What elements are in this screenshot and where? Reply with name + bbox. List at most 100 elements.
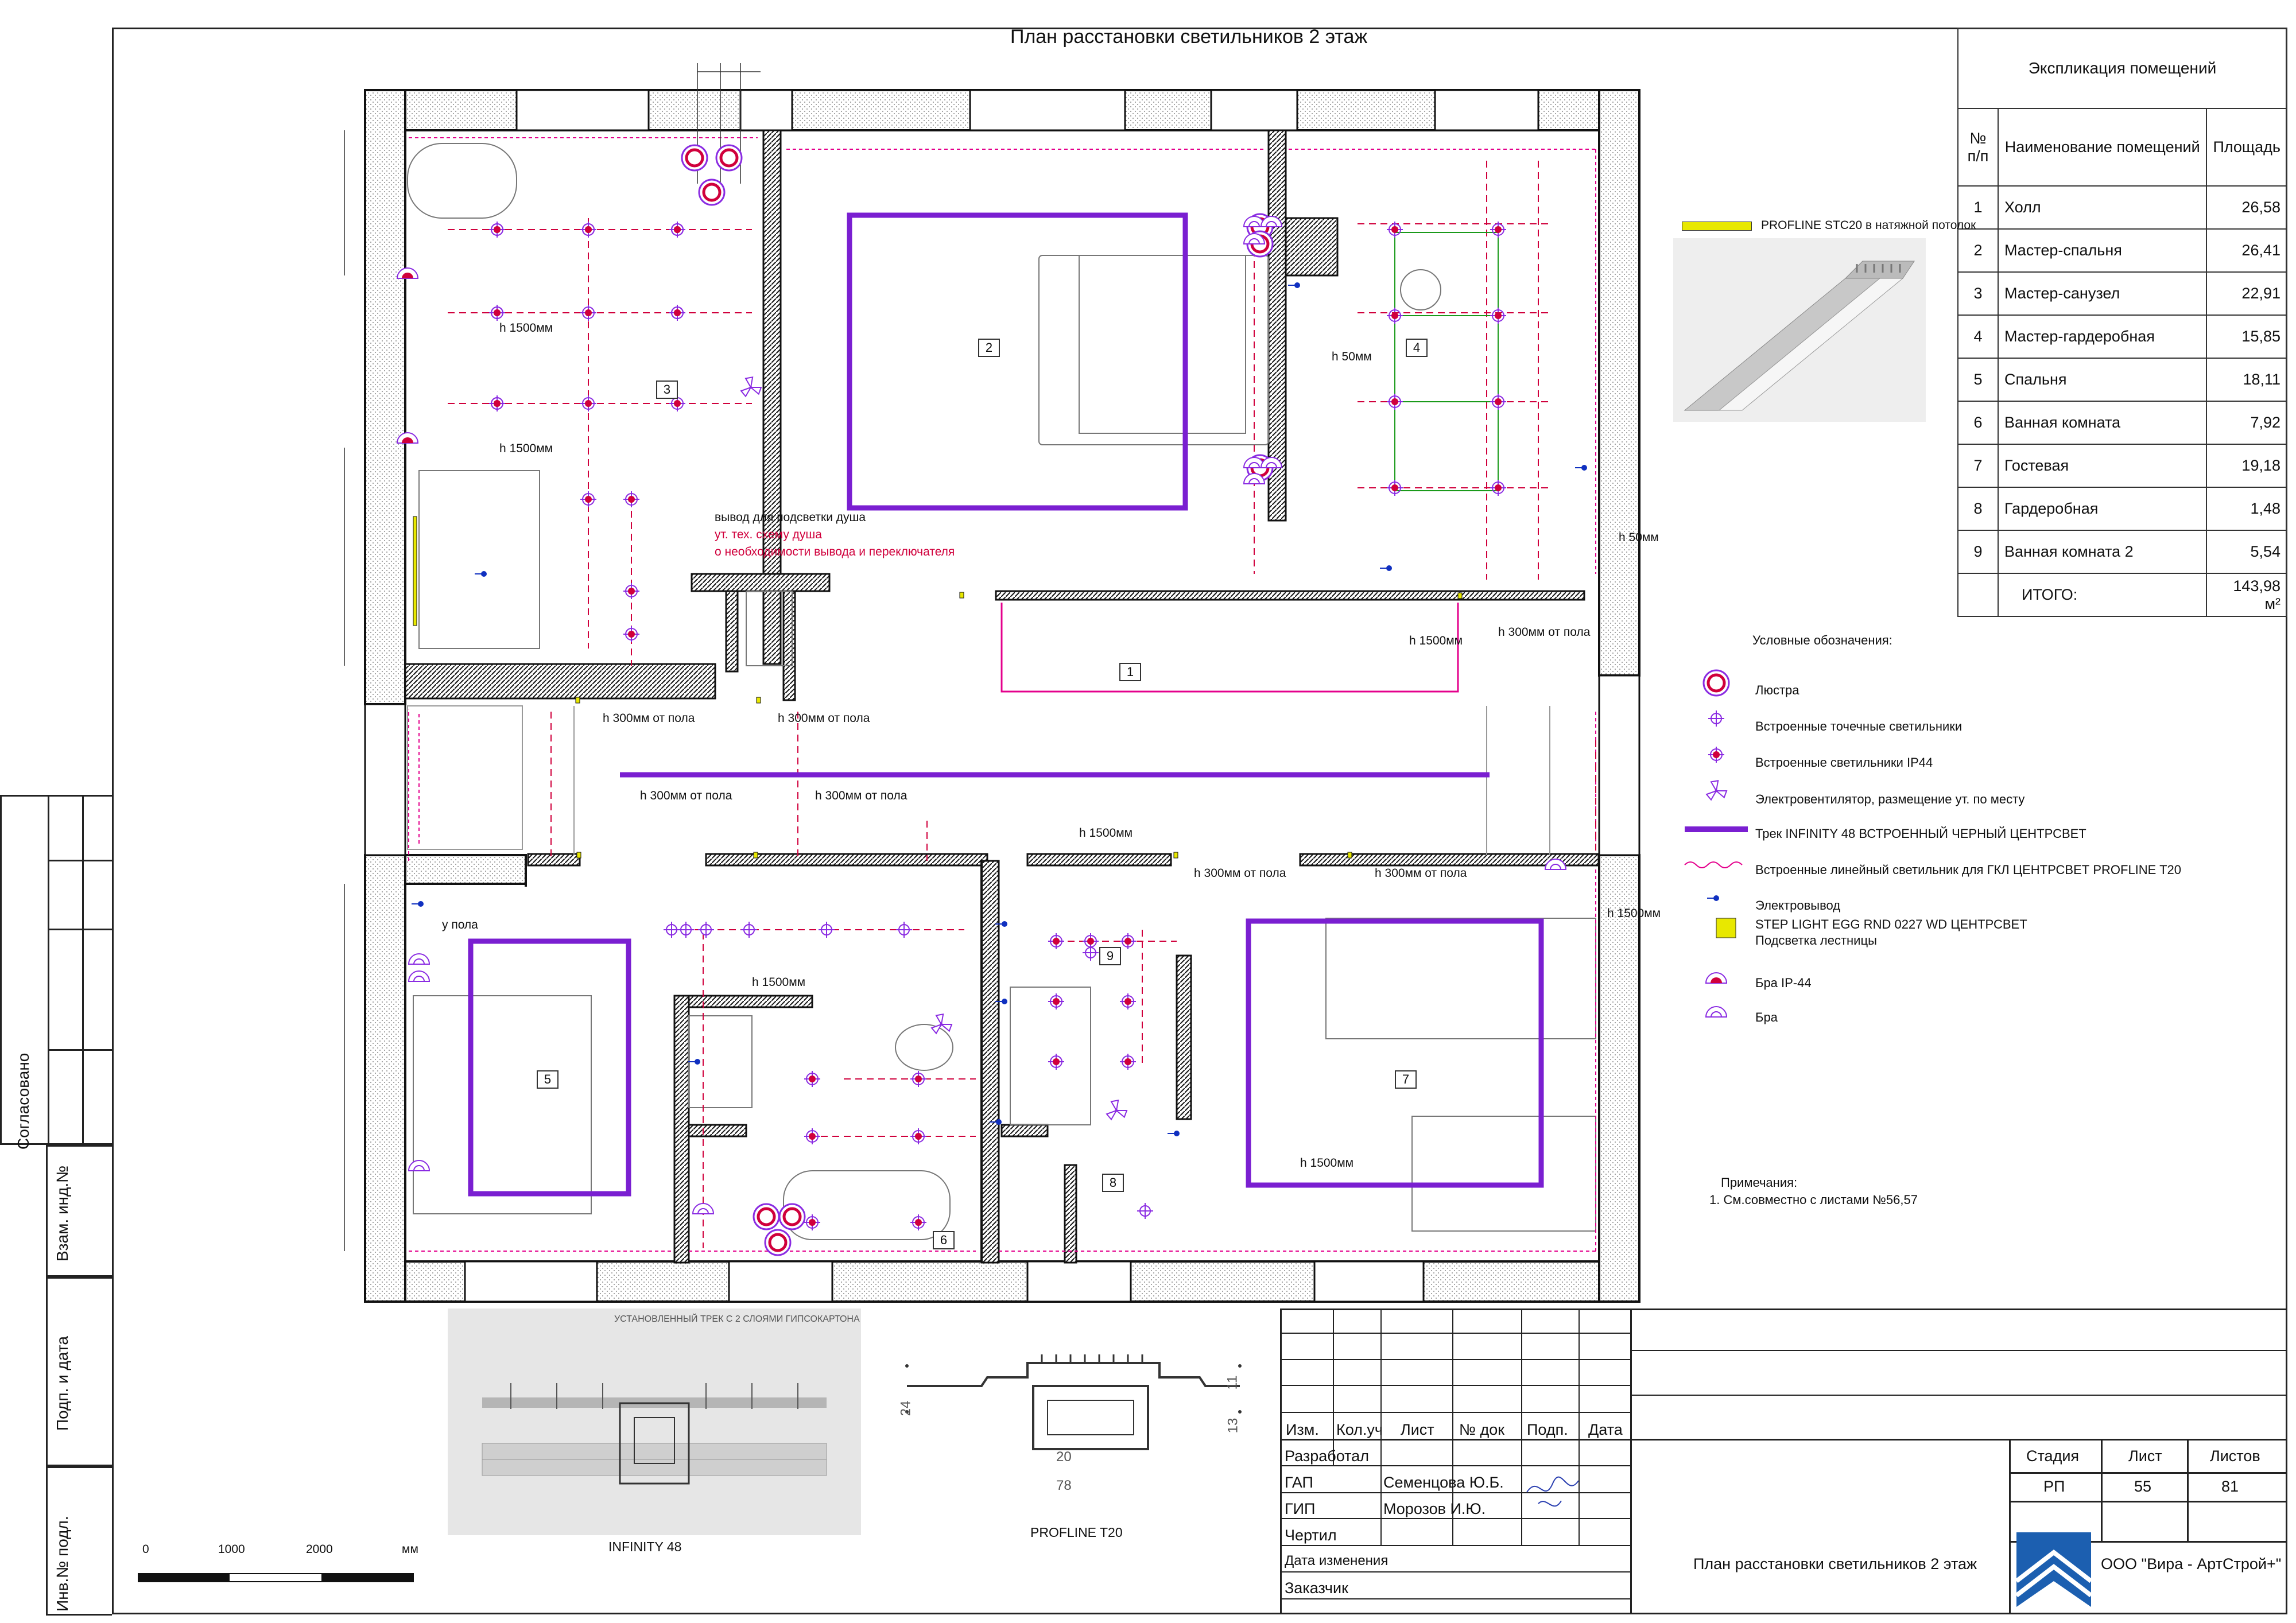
recessed-ip44-icon (910, 1214, 926, 1230)
room-label-8: 8 (1102, 1174, 1124, 1192)
row-num: 7 (1957, 444, 1999, 488)
tb-listov-label: Листов (2210, 1447, 2260, 1465)
stamp-sign-date-cell: Подп. и дата (46, 1277, 112, 1466)
scale-bar (138, 1573, 414, 1582)
height-note-300: h 300мм от пола (640, 789, 732, 802)
tb-razrabotal: Разработал (1285, 1447, 1369, 1465)
height-note-50: h 50мм (1332, 350, 1372, 363)
recessed-ip44-icon (1490, 222, 1506, 238)
recessed-ip44-icon (804, 1214, 820, 1230)
row-name: Спальня (1997, 358, 2208, 402)
recessed-spot-icon (1708, 710, 1724, 727)
height-note-300: h 300мм от пола (1375, 867, 1467, 880)
recessed-ip44-icon (580, 395, 596, 411)
recessed-ip44-icon (489, 305, 505, 321)
height-note-300: h 300мм от пола (1498, 626, 1591, 639)
row-num: 2 (1957, 228, 1999, 273)
drawing-sheet-frame (112, 28, 2287, 1614)
height-note-50: h 50мм (1619, 531, 1659, 544)
row-num: 8 (1957, 487, 1999, 531)
profline-height-left: 24 (898, 1400, 914, 1416)
outlet-icon (475, 571, 487, 577)
room-label-5: 5 (537, 1070, 559, 1089)
tb-listov: 81 (2221, 1478, 2239, 1495)
row-name: Мастер-спальня (1997, 228, 2208, 273)
recessed-ip44-icon (1120, 933, 1136, 949)
recessed-ip44-icon (1387, 222, 1403, 238)
tb-gap: ГАП (1285, 1474, 1313, 1491)
outlet-icon (412, 901, 424, 907)
tb-list-num: 55 (2134, 1478, 2152, 1495)
profile-photo (1673, 238, 1926, 422)
row-name: Ванная комната 2 (1997, 530, 2208, 574)
tb-sheet-title: План расстановки светильников 2 этаж (1693, 1555, 1977, 1572)
furniture (407, 143, 1596, 1240)
title-block: Изм. Кол.уч Лист № док Подп. Дата Разраб… (1280, 1309, 2287, 1614)
recessed-ip44-icon (804, 1128, 820, 1144)
legend-item-label: Трек INFINITY 48 ВСТРОЕННЫЙ ЧЕРНЫЙ ЦЕНТР… (1755, 826, 2086, 841)
profile-caption: PROFLINE STC20 в натяжной потолок (1761, 219, 1976, 232)
total-area: 143,98 м² (2206, 573, 2287, 617)
legend-item-label: Электровентилятор, размещение ут. по мес… (1755, 792, 2025, 806)
scale-tick-0: 0 (142, 1543, 149, 1556)
sconce-ip44-icon (396, 432, 419, 444)
recessed-ip44-icon (910, 1071, 926, 1087)
legend-item-label: Люстра (1755, 683, 1799, 697)
tb-podp: Подп. (1527, 1421, 1568, 1438)
row-area: 26,41 (2206, 228, 2287, 273)
legend-item-label: Встроенные точечные светильники (1755, 719, 1963, 733)
hall-linear-light (1000, 603, 1459, 693)
side-stamp: Согласовано Взам. инд.№ Подп. и дата Инв… (0, 795, 114, 1616)
sconce-icon (1260, 457, 1283, 468)
outlet-icon (1707, 895, 1719, 901)
stamp-inv-podl-cell: Инв.№ подл. (46, 1466, 112, 1616)
recessed-ip44-icon (804, 1071, 820, 1087)
fan-icon (1106, 1100, 1128, 1121)
tb-gip: ГИП (1285, 1500, 1316, 1517)
fan-icon (740, 376, 762, 398)
stairs (407, 705, 1550, 855)
recessed-ip44-icon (1120, 993, 1136, 1009)
recessed-spot-icon (678, 922, 694, 938)
sconce-ip44-icon (1705, 972, 1728, 984)
stamp-agreed-cell: Согласовано (0, 795, 114, 1150)
shower-note-1: вывод для подсветки душа (715, 511, 866, 524)
sconce-ip44-icon (396, 267, 419, 279)
outlet-icon (1168, 1131, 1180, 1136)
shower-note-2: ут. тех. схему душа (715, 528, 822, 541)
row-area: 7,92 (2206, 401, 2287, 445)
company-logo (2015, 1532, 2093, 1607)
sconce-icon (408, 1160, 430, 1171)
exterior-walls (364, 89, 1640, 1303)
scale-tick-1000: 1000 (218, 1543, 245, 1556)
tb-kol: Кол.уч (1336, 1421, 1383, 1438)
explication-header: Экспликация помещений (1957, 28, 2287, 109)
room-label-2: 2 (978, 339, 1000, 357)
recessed-ip44-icon (489, 222, 505, 238)
room-label-9: 9 (1099, 947, 1121, 965)
outlet-icon (688, 1059, 700, 1065)
profile-legend-swatch (1682, 222, 1752, 231)
recessed-ip44-icon (1048, 933, 1064, 949)
recessed-ip44-icon (1387, 480, 1403, 496)
tb-data: Дата (1588, 1421, 1623, 1438)
tracks (468, 212, 1544, 1197)
sconce-icon (408, 953, 430, 965)
row-area: 15,85 (2206, 314, 2287, 359)
sconce-icon (408, 970, 430, 982)
fan-icon (930, 1014, 953, 1035)
row-area: 19,18 (2206, 444, 2287, 488)
row-num: 4 (1957, 314, 1999, 359)
profline-width-inner: 20 (1056, 1449, 1072, 1465)
height-note-300: h 300мм от пола (603, 712, 695, 725)
total-label: ИТОГО: (1997, 573, 2208, 617)
total-empty (1957, 573, 1999, 617)
tb-list-label: Лист (2128, 1447, 2162, 1465)
sconce-icon (1705, 1006, 1728, 1018)
row-name: Холл (1997, 185, 2208, 230)
chandelier-icon (1702, 669, 1730, 697)
